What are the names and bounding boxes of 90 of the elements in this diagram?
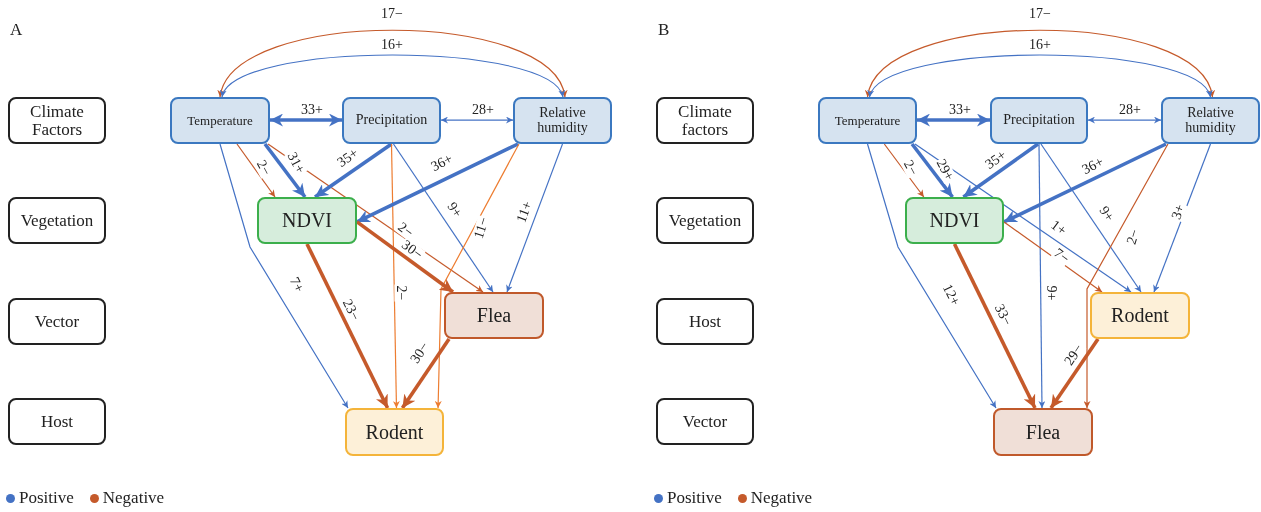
arrow bbox=[883, 143, 925, 198]
arrow bbox=[868, 54, 1212, 98]
category-box bbox=[656, 197, 754, 244]
edge-label: 9+ bbox=[1044, 284, 1058, 302]
climate-factor-box bbox=[990, 97, 1088, 144]
node-label: Flea bbox=[1025, 421, 1061, 443]
node-label: NDVI bbox=[929, 210, 980, 231]
vegetation-box bbox=[257, 197, 357, 244]
category-box bbox=[656, 398, 754, 445]
climate-factor-box bbox=[1161, 97, 1260, 144]
arrow bbox=[1003, 221, 1103, 293]
legend-label: Positive bbox=[667, 488, 722, 508]
thick-arrow bbox=[356, 142, 519, 224]
edge-label: 16+ bbox=[1028, 38, 1052, 52]
arrow bbox=[219, 29, 566, 98]
node-label: Flea bbox=[476, 305, 512, 326]
thick-arrow bbox=[355, 220, 455, 294]
category-box bbox=[8, 97, 106, 144]
vegetation-box bbox=[905, 197, 1004, 244]
node-label: NDVI bbox=[282, 210, 332, 231]
arrow bbox=[1040, 143, 1142, 293]
thick-arrow bbox=[910, 142, 954, 199]
thick-arrow bbox=[962, 142, 1040, 199]
host-box bbox=[1090, 292, 1190, 339]
arrow bbox=[914, 143, 1132, 293]
thick-arrow bbox=[270, 113, 342, 127]
edge-label: 28+ bbox=[471, 103, 495, 117]
thick-arrow bbox=[313, 142, 393, 199]
arrow bbox=[390, 143, 400, 409]
arrow bbox=[866, 143, 997, 409]
node-label: Vegetation bbox=[20, 211, 94, 230]
arrow bbox=[1038, 143, 1046, 409]
host-box bbox=[345, 408, 444, 456]
arrow bbox=[1153, 143, 1212, 293]
vector-box bbox=[444, 292, 544, 339]
panel-label: A bbox=[10, 20, 23, 40]
edge-label: 2− bbox=[394, 284, 408, 302]
panel-label: B bbox=[658, 20, 670, 40]
node-label: Precipitation bbox=[1003, 113, 1075, 128]
thick-arrow bbox=[263, 142, 307, 199]
node-label: Precipitation bbox=[355, 113, 428, 128]
node-label: Host bbox=[688, 312, 722, 331]
node-label: Vector bbox=[34, 312, 80, 331]
edge-label: 16+ bbox=[380, 38, 404, 52]
arrow bbox=[1087, 116, 1162, 124]
thick-arrow bbox=[400, 338, 451, 409]
climate-factor-box bbox=[342, 97, 441, 144]
thick-arrow bbox=[917, 113, 990, 127]
arrow bbox=[392, 143, 494, 293]
arrow bbox=[866, 29, 1214, 98]
edge-label: 29+ bbox=[933, 156, 957, 184]
node-label: Temperature bbox=[187, 113, 253, 128]
node-label: Climate factors bbox=[677, 102, 733, 139]
thick-arrow bbox=[1003, 142, 1167, 224]
node-label: Rodent bbox=[365, 421, 424, 443]
node-label: Vector bbox=[682, 412, 728, 431]
climate-factor-box bbox=[513, 97, 612, 144]
arrow bbox=[221, 54, 564, 98]
thick-arrow bbox=[305, 243, 390, 409]
legend-label: Negative bbox=[750, 488, 813, 508]
arrow bbox=[219, 143, 349, 409]
arrow bbox=[506, 143, 564, 293]
thick-arrow bbox=[1049, 338, 1100, 409]
edge-label: 17− bbox=[1028, 7, 1052, 21]
arrow bbox=[1083, 143, 1169, 409]
node-label: Temperature bbox=[834, 113, 901, 128]
legend-label: Positive bbox=[19, 488, 74, 508]
edge-label: 17− bbox=[380, 7, 404, 21]
node-label: Rodent bbox=[1111, 305, 1169, 326]
arrow bbox=[440, 116, 514, 124]
edge-label: 33+ bbox=[300, 103, 324, 117]
arrow bbox=[434, 143, 520, 409]
arrow bbox=[236, 143, 276, 198]
legend-label: Negative bbox=[102, 488, 165, 508]
node-label: Relative humidity bbox=[536, 105, 589, 136]
climate-factor-box bbox=[818, 97, 917, 144]
category-box bbox=[8, 298, 106, 345]
node-label: Vegetation bbox=[668, 211, 742, 230]
edge-label: 28+ bbox=[1118, 103, 1142, 117]
category-box bbox=[656, 298, 754, 345]
node-label: Host bbox=[40, 412, 74, 431]
node-label: Relative humidity bbox=[1184, 105, 1237, 136]
category-box bbox=[8, 398, 106, 445]
edge-label: 33+ bbox=[948, 103, 972, 117]
node-label: Climate Factors bbox=[29, 102, 85, 139]
category-box bbox=[656, 97, 754, 144]
category-box bbox=[8, 197, 106, 244]
climate-factor-box bbox=[170, 97, 270, 144]
vector-box bbox=[993, 408, 1093, 456]
thick-arrow bbox=[952, 243, 1037, 409]
